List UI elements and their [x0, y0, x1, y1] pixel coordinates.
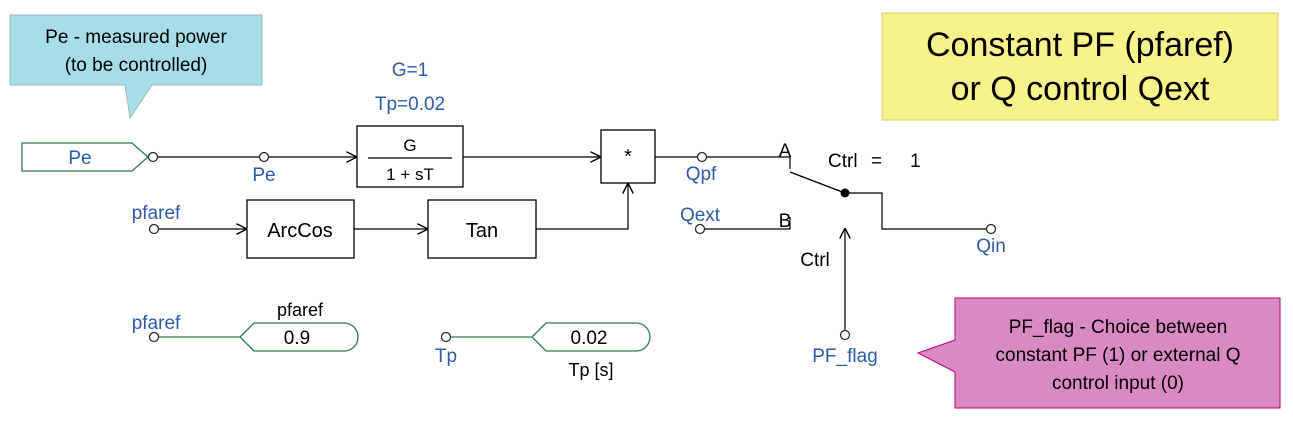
pfaref-const-node[interactable] [148, 331, 160, 343]
pfaref-const-name: pfaref [277, 300, 324, 320]
pfaref-input-node[interactable] [148, 223, 160, 235]
pe-callout-line2: (to be controlled) [65, 55, 208, 76]
pe-port-label: Pe [68, 148, 91, 169]
pfaref-const-node-label: pfaref [132, 313, 181, 334]
tp-node-label: Tp [435, 346, 457, 367]
ctrl-input-label: Ctrl [800, 250, 830, 271]
pe-callout-line1: Pe - measured power [45, 27, 227, 48]
qpf-label: Qpf [686, 164, 717, 185]
switch[interactable] [789, 171, 918, 230]
pfflag-callout-line3: control input (0) [1052, 373, 1184, 394]
arccos-block[interactable]: ArcCos [246, 199, 355, 259]
switch-ctrl-label: Ctrl [828, 151, 858, 172]
wire-tan-to-mult [536, 183, 628, 230]
wire-qext-to-switch-b [705, 217, 791, 230]
lag-numerator: G [403, 136, 416, 155]
pe-node[interactable] [258, 151, 270, 163]
pe-port-node[interactable] [147, 151, 159, 163]
title-line1: Constant PF (pfaref) [926, 26, 1234, 64]
pfaref-const-value: 0.9 [284, 328, 310, 349]
arccos-label: ArcCos [267, 220, 333, 242]
qext-node[interactable] [694, 223, 706, 235]
lag-denominator: 1 + sT [386, 165, 434, 184]
title-line2: or Q control Qext [951, 70, 1210, 108]
pfflag-callout-line1: PF_flag - Choice between [1009, 317, 1228, 338]
tan-label: Tan [466, 220, 498, 242]
pe-input-port[interactable]: Pe [21, 142, 149, 172]
qext-label: Qext [680, 205, 721, 226]
tp-const-value: 0.02 [571, 328, 608, 349]
wire-qpf-to-switch-a [707, 156, 791, 169]
tp-node[interactable] [440, 331, 452, 343]
multiply-block[interactable]: * [600, 129, 656, 184]
qpf-node[interactable] [696, 151, 708, 163]
pe-callout: Pe - measured power (to be controlled) [9, 14, 263, 120]
pfflag-callout: PF_flag - Choice between constant PF (1)… [916, 297, 1281, 409]
tp-const-name: Tp [s] [568, 360, 613, 380]
multiply-symbol: * [624, 146, 632, 168]
lag-param-g: G=1 [392, 60, 428, 81]
pfaref-input-label: pfaref [132, 203, 181, 224]
pfaref-constant-block[interactable]: 0.9 [239, 322, 359, 352]
qin-node[interactable] [985, 223, 997, 235]
switch-ctrl-value: 1 [910, 151, 921, 172]
tan-block[interactable]: Tan [427, 199, 537, 259]
qin-label: Qin [976, 236, 1006, 257]
pfflag-label: PF_flag [812, 346, 877, 367]
switch-ctrl-eq: = [871, 151, 882, 172]
switch-b-label: B [779, 211, 792, 232]
switch-a-label: A [779, 141, 792, 162]
tp-constant-block[interactable]: 0.02 [531, 322, 651, 352]
pe-node-label: Pe [252, 165, 275, 186]
lag-param-tp: Tp=0.02 [375, 94, 445, 115]
pfflag-node[interactable] [839, 329, 851, 341]
title-box: Constant PF (pfaref) or Q control Qext [881, 12, 1279, 121]
lag-block[interactable]: G 1 + sT [356, 125, 464, 188]
pfflag-callout-line2: constant PF (1) or external Q [996, 345, 1241, 366]
